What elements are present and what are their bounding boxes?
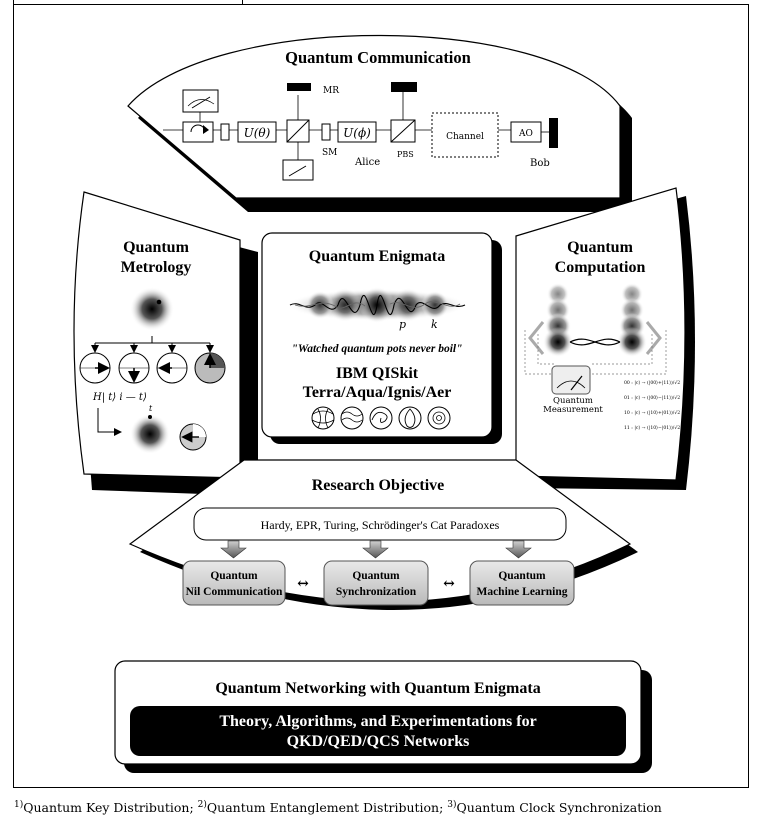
computation-title-2: Computation — [555, 259, 646, 276]
ao-label: AO — [518, 129, 533, 139]
mr-label: MR — [323, 86, 339, 96]
computation-card — [515, 187, 686, 481]
networking-banner-line-2: QKD/QED/QCS Networks — [287, 733, 470, 750]
sm-label: SM — [322, 148, 337, 158]
u-theta-label: U(θ) — [244, 126, 271, 140]
measurement-label-2: Measurement — [543, 405, 603, 415]
communication-title: Quantum Communication — [285, 48, 471, 67]
bob-label: Bob — [530, 158, 550, 169]
machine-learning-box — [469, 560, 575, 606]
channel-label: Channel — [446, 132, 484, 142]
footnote-marker-1: 1) — [14, 800, 24, 810]
qiskit-title: IBM QISkit — [336, 365, 419, 382]
computation-panel: Quantum Computation Quantum Measurement — [515, 187, 695, 490]
u-theta-box — [237, 121, 277, 143]
footnote-text-2: Quantum Entanglement Distribution; — [206, 800, 444, 816]
qiskit-components: Terra/Aqua/Ignis/Aer — [303, 384, 452, 401]
state-circles — [79, 352, 226, 384]
synchronization-label-1: Quantum — [352, 570, 400, 582]
enigmata-card — [261, 232, 493, 438]
bell-state-row: 10 : |c⟩ → (|10⟩+|01⟩)/√2 — [624, 409, 680, 416]
u-phi-label: U(ϕ) — [343, 126, 371, 140]
nil-communication-label-1: Quantum — [210, 570, 258, 582]
detector-box — [182, 89, 219, 113]
bell-state-row: 11 : |c⟩ → (|10⟩−|01⟩)/√2 — [624, 424, 680, 431]
footnote-marker-3: 3) — [447, 800, 457, 810]
pbs-mirror — [391, 82, 417, 92]
metrology-title-1: Quantum — [123, 239, 189, 256]
waveplate — [220, 123, 230, 141]
machine-learning-label-1: Quantum — [498, 570, 546, 582]
aer-icon — [427, 406, 451, 430]
bell-state-row: 00 : |c⟩ → (|00⟩+|11⟩)/√2 — [624, 379, 680, 386]
double-arrow-icon: ↔ — [297, 576, 309, 592]
meter-needle — [191, 96, 211, 109]
double-arrow-icon: ↔ — [443, 576, 455, 592]
communication-dome — [127, 35, 621, 199]
mirror-mr — [287, 83, 311, 91]
paradoxes-box — [193, 507, 567, 541]
research-panel: Research Objective Hardy, EPR, Turing, S… — [128, 459, 638, 610]
wave-packet-illustration — [287, 287, 467, 323]
footnote-text-3: Quantum Clock Synchronization — [456, 800, 662, 816]
footnote-text-1: Quantum Key Distribution; — [23, 800, 194, 816]
pbs-label: PBS — [397, 150, 414, 159]
research-title: Research Objective — [312, 477, 445, 494]
bell-state-row: 01 : |c⟩ → (|00⟩−|11⟩)/√2 — [624, 394, 680, 401]
bloch-sphere-2 — [130, 414, 170, 454]
measurement-meter — [551, 365, 591, 395]
networking-panel: Quantum Networking with Quantum Enigmata… — [114, 660, 652, 773]
metrology-title-2: Metrology — [121, 259, 192, 276]
qiskit-element-icons — [311, 406, 451, 430]
ignis-icon — [398, 406, 422, 430]
footnote: 1)Quantum Key Distribution; 2)Quantum En… — [14, 800, 754, 820]
down-arrow-icon — [505, 540, 532, 559]
enigmata-quote: "Watched quantum pots never boil" — [291, 343, 462, 355]
synchronization-box — [323, 560, 429, 606]
down-arrow-icon — [220, 540, 247, 559]
sm-element — [321, 123, 331, 141]
wave-curve — [289, 295, 466, 315]
metrology-card — [73, 191, 241, 479]
enigmata-title: Quantum Enigmata — [309, 248, 445, 265]
networking-title: Quantum Networking with Quantum Enigmata — [215, 680, 540, 697]
paradoxes-label: Hardy, EPR, Turing, Schrödinger's Cat Pa… — [261, 518, 500, 532]
k-label: k — [431, 318, 438, 331]
down-arrows — [220, 540, 532, 559]
metrology-panel: Quantum Metrology H| t⟩ i — t⟩ t — [73, 191, 258, 496]
aqua-icon — [340, 406, 364, 430]
nil-communication-box — [182, 560, 286, 606]
footnote-marker-2: 2) — [197, 800, 207, 810]
bell-state-table: 00 : |c⟩ → (|00⟩+|11⟩)/√2 01 : |c⟩ → (|0… — [624, 379, 680, 431]
u-phi-box — [337, 121, 377, 143]
networking-banner-line-1: Theory, Algorithms, and Experimentations… — [219, 713, 536, 730]
alice-label: Alice — [354, 157, 380, 168]
bloch-sphere — [130, 287, 174, 331]
enigmata-panel: Quantum Enigmata p k "Watched quantum po… — [261, 232, 502, 444]
metrology-formula: H| t⟩ i — t⟩ — [92, 392, 147, 403]
figure-frame — [13, 4, 749, 788]
ion-trap-illustration — [524, 283, 667, 375]
source-box — [182, 121, 214, 143]
machine-learning-label-2: Machine Learning — [476, 586, 567, 598]
top-rule — [13, 0, 243, 4]
computation-title-1: Quantum — [567, 239, 633, 256]
p-label: p — [399, 318, 406, 331]
measurement-label-1: Quantum — [553, 396, 593, 406]
down-arrow-icon — [362, 540, 389, 559]
communication-panel: Quantum Communication U(θ) MR SM U(ϕ — [127, 35, 632, 212]
metrology-formula-t: t — [149, 404, 153, 413]
synchronization-label-2: Synchronization — [336, 586, 417, 598]
networking-banner — [130, 706, 626, 756]
bottom-detector-box — [282, 159, 314, 181]
terra-icon — [311, 406, 335, 430]
nil-communication-label-2: Nil Communication — [186, 586, 283, 598]
bob-detector — [549, 118, 558, 148]
channel-box — [431, 112, 499, 158]
